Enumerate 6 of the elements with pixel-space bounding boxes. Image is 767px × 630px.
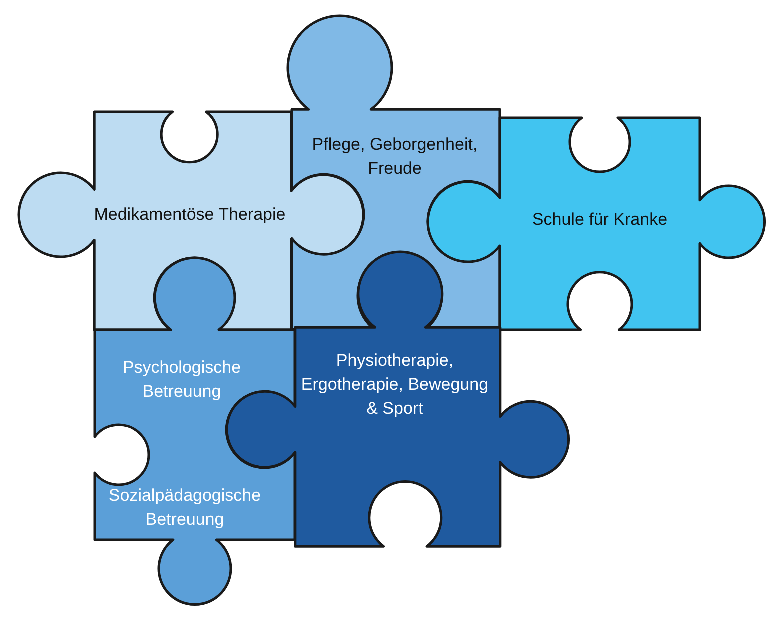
piece-label: Sozialpädagogische Betreuung (108, 485, 262, 531)
piece-label: Physiotherapie, Ergotherapie, Bewegung & Sport (300, 350, 490, 420)
piece-label: Schule für Kranke (531, 209, 669, 231)
piece-label: Medikamentöse Therapie (93, 204, 287, 226)
piece-label: Pflege, Geborgenheit, Freude (311, 134, 479, 180)
piece-label: Psychologische Betreuung (122, 357, 242, 403)
